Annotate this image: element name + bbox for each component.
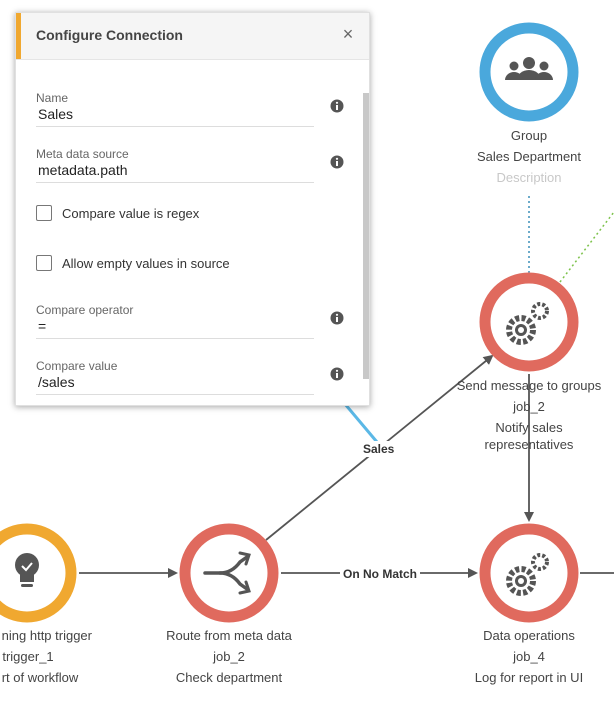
field-label: Compare operator <box>36 303 134 317</box>
name-field: Name <box>36 91 314 127</box>
allow-empty-checkbox-row[interactable]: Allow empty values in source <box>36 255 230 271</box>
dialog-title: Configure Connection <box>36 27 183 43</box>
node-group[interactable] <box>479 22 579 122</box>
node-description: Notify sales representatives <box>484 420 574 452</box>
edge-label-sales[interactable]: Sales <box>360 441 398 457</box>
field-label: Compare value <box>36 359 118 373</box>
compare-value-field: Compare value <box>36 359 314 395</box>
compare-operator-field: Compare operator <box>36 303 314 339</box>
node-send-message[interactable] <box>479 272 579 372</box>
node-description: rt of workflow <box>1 670 79 685</box>
regex-checkbox[interactable] <box>36 205 52 221</box>
group-node-labels: Group Sales Department Description <box>449 125 609 188</box>
node-name: job_2 <box>513 399 545 414</box>
regex-checkbox-row[interactable]: Compare value is regex <box>36 205 199 221</box>
node-name: job_4 <box>513 649 545 664</box>
node-description[interactable]: Description <box>496 170 562 185</box>
node-description: Check department <box>175 670 283 685</box>
metadata-source-field: Meta data source <box>36 147 314 183</box>
node-route[interactable] <box>179 523 279 623</box>
allow-empty-checkbox[interactable] <box>36 255 52 271</box>
split-icon <box>203 551 251 595</box>
lightbulb-icon <box>15 553 39 587</box>
node-type: Group <box>510 128 548 143</box>
node-trigger[interactable] <box>0 523 77 623</box>
dialog-scrollbar[interactable] <box>363 93 369 379</box>
node-description: Log for report in UI <box>474 670 584 685</box>
info-icon[interactable] <box>330 367 344 381</box>
send-node-labels: Send message to groups job_2 Notify sale… <box>439 375 614 453</box>
info-icon[interactable] <box>330 99 344 113</box>
info-icon[interactable] <box>330 311 344 325</box>
compare-operator-input[interactable] <box>36 317 314 339</box>
node-name: Sales Department <box>476 149 582 164</box>
metadata-source-input[interactable] <box>36 161 314 183</box>
node-type: Data operations <box>483 628 575 643</box>
node-type: Send message to groups <box>456 378 602 393</box>
close-icon[interactable]: × <box>342 24 354 44</box>
gears-icon <box>506 553 549 596</box>
dialog-header: Configure Connection × <box>16 13 369 60</box>
dialog-accent-bar <box>16 13 21 59</box>
info-icon[interactable] <box>330 155 344 169</box>
edge-label-no-match[interactable]: On No Match <box>340 566 420 582</box>
trigger-node-labels: ning http trigger trigger_1 rt of workfl… <box>0 625 92 688</box>
name-input[interactable] <box>36 105 314 127</box>
gears-icon <box>506 302 549 345</box>
group-icon <box>505 57 553 80</box>
node-name: job_2 <box>213 649 245 664</box>
checkbox-label: Compare value is regex <box>62 205 200 221</box>
field-label: Meta data source <box>36 147 129 161</box>
node-type: Route from meta data <box>166 628 292 643</box>
node-type: ning http trigger <box>1 628 92 643</box>
node-data-operations[interactable] <box>479 523 579 623</box>
route-node-labels: Route from meta data job_2 Check departm… <box>149 625 309 688</box>
edge-green-offscreen[interactable] <box>559 211 614 283</box>
configure-connection-dialog: Configure Connection × Name Meta data so… <box>15 12 370 406</box>
edge-selected-highlight[interactable] <box>343 403 384 449</box>
field-label: Name <box>36 91 69 105</box>
node-name: trigger_1 <box>2 649 54 664</box>
checkbox-label: Allow empty values in source <box>62 255 230 271</box>
compare-value-input[interactable] <box>36 373 314 395</box>
dataops-node-labels: Data operations job_4 Log for report in … <box>449 625 609 688</box>
